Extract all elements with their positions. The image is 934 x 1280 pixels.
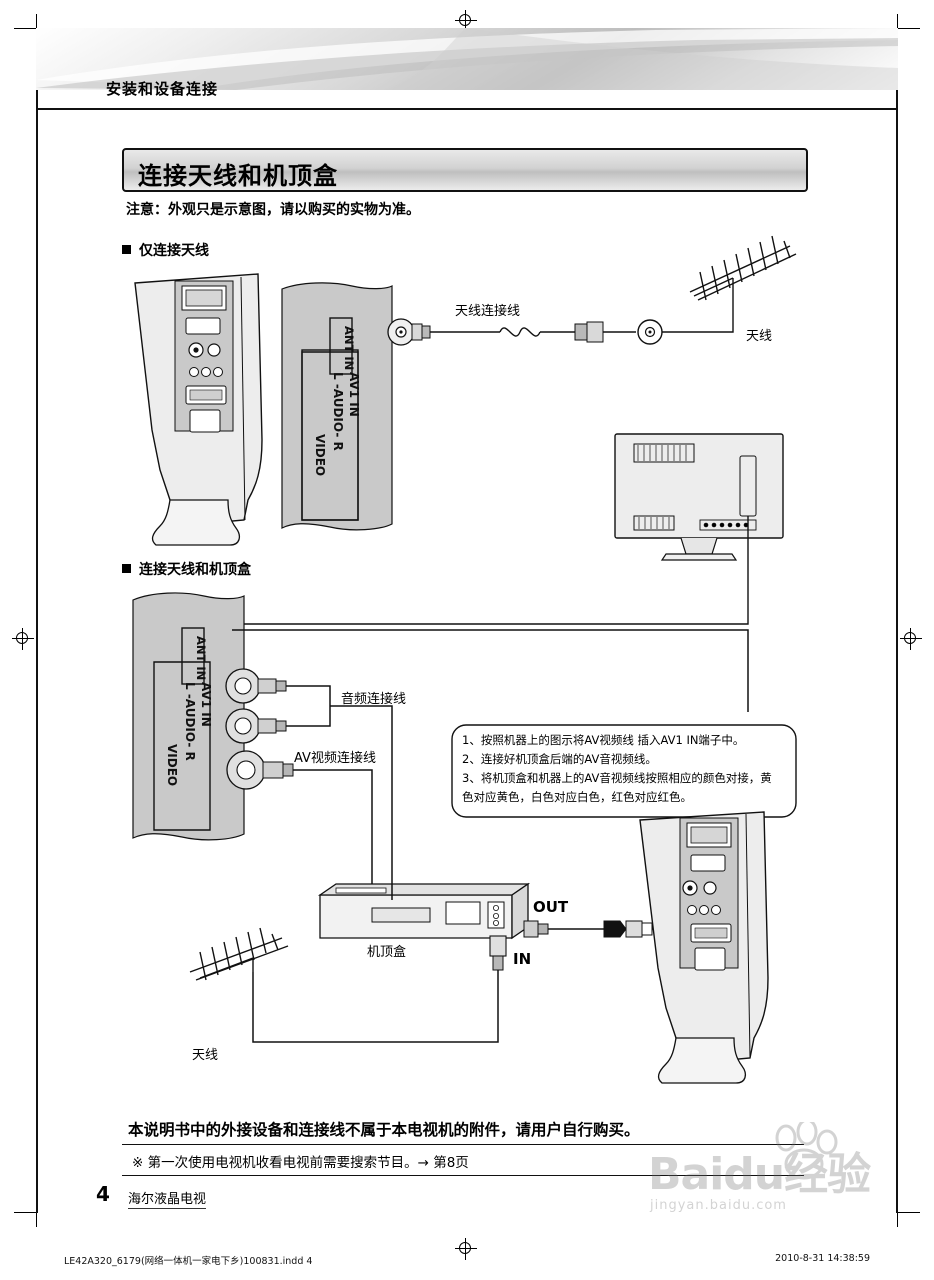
header-band <box>36 28 898 90</box>
label-out: OUT <box>533 898 569 916</box>
tip-text: ※ 第一次使用电视机收看电视前需要搜索节目。→ 第8页 <box>132 1155 469 1171</box>
label-audio-cable: 音频连接线 <box>341 692 407 707</box>
crop-mark <box>898 1212 920 1213</box>
tv-rear-view-1 <box>236 433 784 625</box>
chapter-title-bar: 连接天线和机顶盒 <box>122 148 808 192</box>
callout-line-3: 3、将机顶盒和机器上的AV音视频线按照相应的颜色对接，黄 <box>462 771 772 785</box>
chapter-title: 连接天线和机顶盒 <box>138 162 338 190</box>
crop-mark <box>36 14 37 28</box>
registration-mark-bottom <box>455 1238 477 1260</box>
page-section-title: 安装和设备连接 <box>106 80 219 98</box>
callout-line-4: 色对应黄色，白色对应白色，红色对应红色。 <box>462 790 692 804</box>
watermark: Baidu经验 jingyan.baidu.com <box>640 1120 920 1230</box>
footer-note: 本说明书中的外接设备和连接线不属于本电视机的附件，请用户自行购买。 <box>128 1121 640 1139</box>
registration-mark-top <box>455 10 477 32</box>
print-footer-left: LE42A320_6179(网络一体机一家电下乡)100831.indd 4 <box>64 1256 313 1267</box>
tv-side-view-1 <box>134 273 263 546</box>
panel-label-audio: L -AUDIO- R <box>331 372 345 451</box>
panel2-label-ant-in: ANT IN <box>194 636 208 680</box>
note-text: 注意：外观只是示意图，请以购买的实物为准。 <box>126 202 420 218</box>
terminal-panel-2 <box>132 592 245 841</box>
crop-mark <box>897 14 898 28</box>
roof-antenna-1 <box>689 235 797 301</box>
panel2-label-video: VIDEO <box>165 744 179 786</box>
panel-label-video: VIDEO <box>313 434 327 476</box>
crop-mark <box>36 1213 37 1227</box>
label-in: IN <box>513 950 532 968</box>
label-antenna-1: 天线 <box>746 329 773 344</box>
callout-line-2: 2、连接好机顶盒后端的AV音视频线。 <box>462 752 657 766</box>
paw-icon <box>775 1122 838 1180</box>
registration-mark-right <box>900 628 922 650</box>
watermark-line-1: Baidu经验 <box>648 1149 871 1200</box>
in-cable <box>252 935 507 1043</box>
page-border-right <box>896 28 898 1213</box>
rca-plugs <box>225 668 393 901</box>
out-cable <box>523 920 676 938</box>
page-border-left <box>36 28 38 1213</box>
label-antenna-cable-1: 天线连接线 <box>455 304 521 319</box>
print-footer-right: 2010-8-31 14:38:59 <box>775 1253 870 1264</box>
subsection-heading-1: 仅连接天线 <box>122 240 209 260</box>
callout-line-1: 1、按照机器上的图示将AV视频线 插入AV1 IN端子中。 <box>462 733 745 747</box>
panel-label-av1-in: AV1 IN <box>347 372 361 417</box>
crop-mark <box>898 28 920 29</box>
bullet-square-icon <box>122 564 131 573</box>
crop-mark <box>897 1213 898 1227</box>
roof-antenna-2 <box>189 927 289 981</box>
page-number: 4 <box>96 1182 110 1206</box>
antenna-cable-1 <box>387 300 734 346</box>
label-av-cable: AV视频连接线 <box>294 751 376 766</box>
callout-text: 1、按照机器上的图示将AV视频线 插入AV1 IN端子中。 2、连接好机顶盒后端… <box>462 731 792 807</box>
brand-label: 海尔液晶电视 <box>128 1188 207 1209</box>
label-set-top-box: 机顶盒 <box>367 945 407 960</box>
watermark-line-2: jingyan.baidu.com <box>650 1198 787 1213</box>
callout-box <box>451 724 797 818</box>
terminal-panel-1 <box>281 282 393 531</box>
label-antenna-2: 天线 <box>192 1048 219 1063</box>
tip-box: ※ 第一次使用电视机收看电视前需要搜索节目。→ 第8页 <box>122 1144 804 1176</box>
panel-label-ant-in: ANT IN <box>342 326 356 370</box>
crop-mark <box>14 28 36 29</box>
panel2-label-audio: L -AUDIO- R <box>183 682 197 761</box>
registration-mark-left <box>12 628 34 650</box>
panel2-label-av1-in: AV1 IN <box>199 682 213 727</box>
bullet-square-icon <box>122 245 131 254</box>
header-rule <box>36 108 898 110</box>
ant-cable-2 <box>232 629 749 712</box>
crop-mark <box>14 1212 36 1213</box>
set-top-box <box>317 882 531 940</box>
tv-side-view-2 <box>639 811 769 1084</box>
subsection-heading-2: 连接天线和机顶盒 <box>122 559 251 579</box>
